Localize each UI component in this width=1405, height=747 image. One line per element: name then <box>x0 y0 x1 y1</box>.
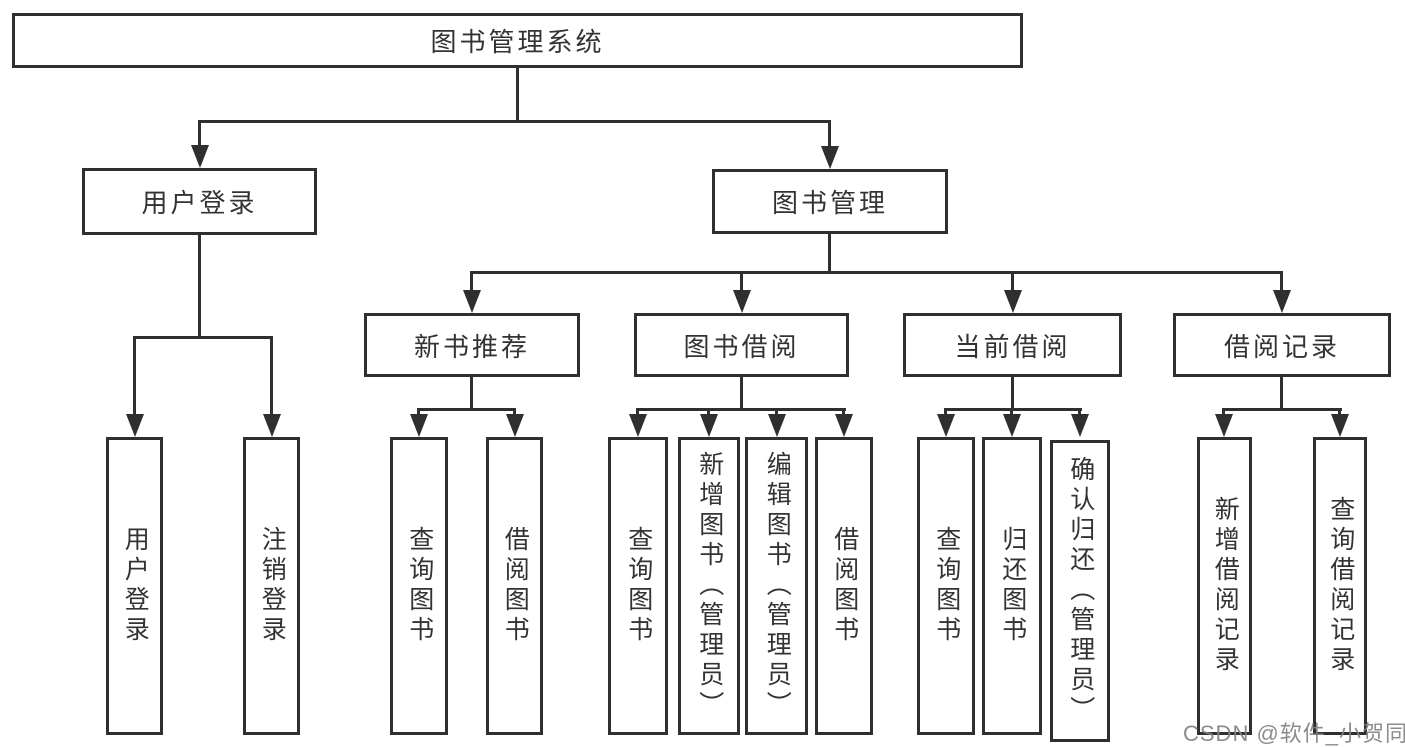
leaf-return-books-label: 归还图书 <box>998 526 1027 646</box>
leaf-query-books-current: 查询图书 <box>917 437 975 735</box>
connector-line <box>944 408 1082 411</box>
arrow-down-icon <box>1273 290 1291 313</box>
connector-line <box>1338 408 1341 418</box>
connector-line <box>1222 408 1225 418</box>
node-book-management-label: 图书管理 <box>771 188 888 218</box>
connector-line <box>417 408 420 418</box>
leaf-user-login-label: 用户登录 <box>121 526 150 646</box>
connector-line <box>1280 271 1283 292</box>
connector-line <box>133 336 273 339</box>
connector-line <box>775 408 778 418</box>
leaf-query-books-current-label: 查询图书 <box>932 526 961 646</box>
connector-line <box>740 377 743 408</box>
leaf-edit-book-admin: 编辑图书（管理员） <box>745 437 808 735</box>
arrow-down-icon <box>629 414 647 437</box>
node-new-book-recommendation: 新书推荐 <box>364 313 580 377</box>
arrow-down-icon <box>1004 290 1022 313</box>
connector-line <box>1011 271 1014 292</box>
arrow-down-icon <box>835 414 853 437</box>
connector-line <box>1078 408 1081 418</box>
node-book-borrowing-label: 图书借阅 <box>683 331 800 362</box>
connector-line <box>516 68 519 120</box>
connector-line <box>198 235 201 336</box>
leaf-add-book-admin-label: 新增图书（管理员） <box>695 451 724 721</box>
arrow-down-icon <box>821 146 839 169</box>
connector-line <box>470 271 473 292</box>
connector-line <box>270 336 273 416</box>
leaf-query-books-borrowing: 查询图书 <box>608 437 668 735</box>
leaf-borrow-books-borrowing: 借阅图书 <box>815 437 873 735</box>
arrow-down-icon <box>263 414 281 437</box>
connector-line <box>133 336 136 416</box>
connector-line <box>470 377 473 408</box>
leaf-add-book-admin: 新增图书（管理员） <box>678 437 740 735</box>
connector-line <box>471 271 1283 274</box>
arrow-down-icon <box>733 290 751 313</box>
connector-line <box>1010 408 1013 418</box>
arrow-down-icon <box>937 414 955 437</box>
arrow-down-icon <box>191 145 209 168</box>
arrow-down-icon <box>410 414 428 437</box>
leaf-query-books-borrowing-label: 查询图书 <box>624 526 653 646</box>
node-user-login-label: 用户登录 <box>141 188 258 218</box>
connector-line <box>944 408 947 418</box>
arrow-down-icon <box>463 290 481 313</box>
leaf-borrow-books-borrowing-label: 借阅图书 <box>830 526 859 646</box>
leaf-user-login: 用户登录 <box>106 437 163 735</box>
leaf-borrow-books-recommend: 借阅图书 <box>486 437 543 735</box>
arrow-down-icon <box>700 414 718 437</box>
connector-line <box>513 408 516 418</box>
node-borrowing-records-label: 借阅记录 <box>1223 331 1340 362</box>
leaf-return-books: 归还图书 <box>982 437 1042 735</box>
connector-line <box>1280 377 1283 408</box>
connector-line <box>1222 408 1342 411</box>
leaf-add-borrow-record-label: 新增借阅记录 <box>1211 496 1240 676</box>
connector-line <box>636 408 639 418</box>
leaf-confirm-return-admin-label: 确认归还（管理员） <box>1066 456 1095 726</box>
connector-line <box>828 120 831 150</box>
leaf-add-borrow-record: 新增借阅记录 <box>1197 437 1252 735</box>
connector-line <box>740 271 743 292</box>
connector-line <box>198 120 201 150</box>
node-user-login: 用户登录 <box>82 168 317 235</box>
node-system-root-label: 图书管理系统 <box>430 27 605 57</box>
connector-line <box>707 408 710 418</box>
leaf-query-borrow-record-label: 查询借阅记录 <box>1326 496 1355 676</box>
arrow-down-icon <box>126 414 144 437</box>
connector-line <box>417 408 516 411</box>
leaf-logout-label: 注销登录 <box>258 526 287 646</box>
arrow-down-icon <box>1331 414 1349 437</box>
leaf-edit-book-admin-label: 编辑图书（管理员） <box>763 451 792 721</box>
connector-line <box>828 234 831 271</box>
arrow-down-icon <box>1215 414 1233 437</box>
connector-line <box>636 408 846 411</box>
connector-line <box>198 120 831 123</box>
node-book-management: 图书管理 <box>712 169 948 234</box>
leaf-confirm-return-admin: 确认归还（管理员） <box>1050 440 1110 742</box>
csdn-watermark: CSDN @软件_小贺同学 <box>1183 721 1405 746</box>
arrow-down-icon <box>1071 414 1089 437</box>
leaf-query-books-recommend-label: 查询图书 <box>405 526 434 646</box>
connector-line <box>842 408 845 418</box>
arrow-down-icon <box>1003 414 1021 437</box>
node-current-borrowing-label: 当前借阅 <box>954 331 1071 362</box>
connector-line <box>1011 377 1014 408</box>
arrow-down-icon <box>768 414 786 437</box>
node-new-book-recommendation-label: 新书推荐 <box>413 331 530 362</box>
node-book-borrowing: 图书借阅 <box>634 313 849 377</box>
leaf-borrow-books-recommend-label: 借阅图书 <box>501 526 530 646</box>
leaf-query-borrow-record: 查询借阅记录 <box>1313 437 1367 735</box>
node-borrowing-records: 借阅记录 <box>1173 313 1391 377</box>
node-current-borrowing: 当前借阅 <box>903 313 1122 377</box>
arrow-down-icon <box>506 414 524 437</box>
leaf-query-books-recommend: 查询图书 <box>390 437 448 735</box>
node-system-root: 图书管理系统 <box>12 13 1023 68</box>
leaf-logout: 注销登录 <box>243 437 300 735</box>
